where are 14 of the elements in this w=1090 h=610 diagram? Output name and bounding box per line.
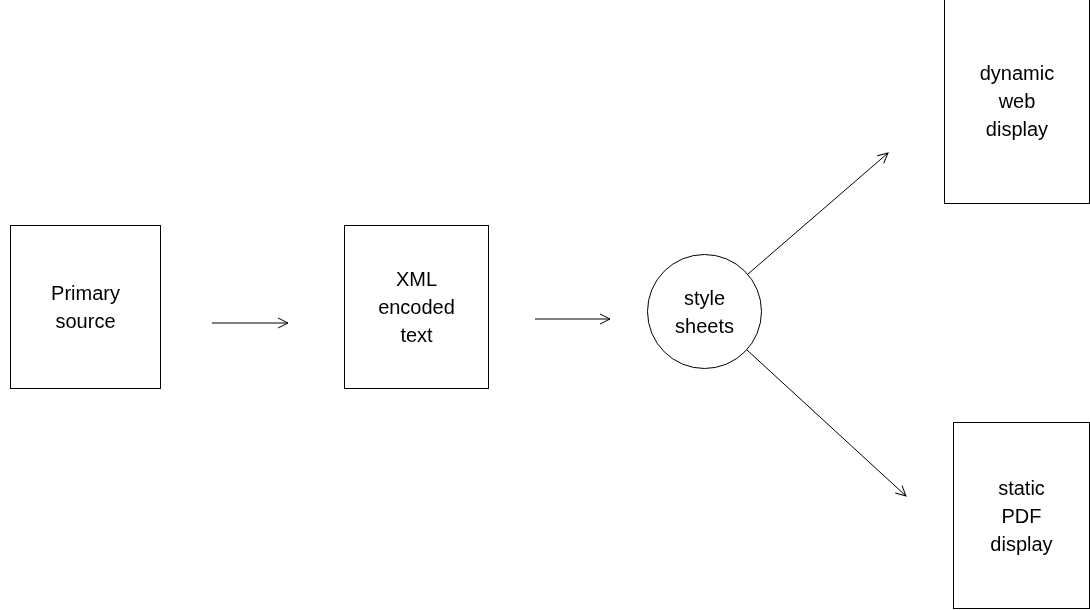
node-label: style sheets (674, 285, 735, 339)
node-label: XML encoded text (377, 267, 456, 348)
arrow (534, 313, 611, 325)
output-box (944, 0, 1090, 204)
node-label: Primary source (50, 281, 121, 334)
process-box (344, 225, 489, 389)
node-label: dynamic web display (978, 61, 1056, 142)
output-box (953, 422, 1090, 609)
node-label: static PDF display (989, 475, 1054, 557)
arrow (747, 152, 889, 275)
arrow (211, 317, 289, 329)
arrow (746, 349, 907, 497)
process-box (10, 225, 161, 389)
process-circle (647, 254, 762, 369)
